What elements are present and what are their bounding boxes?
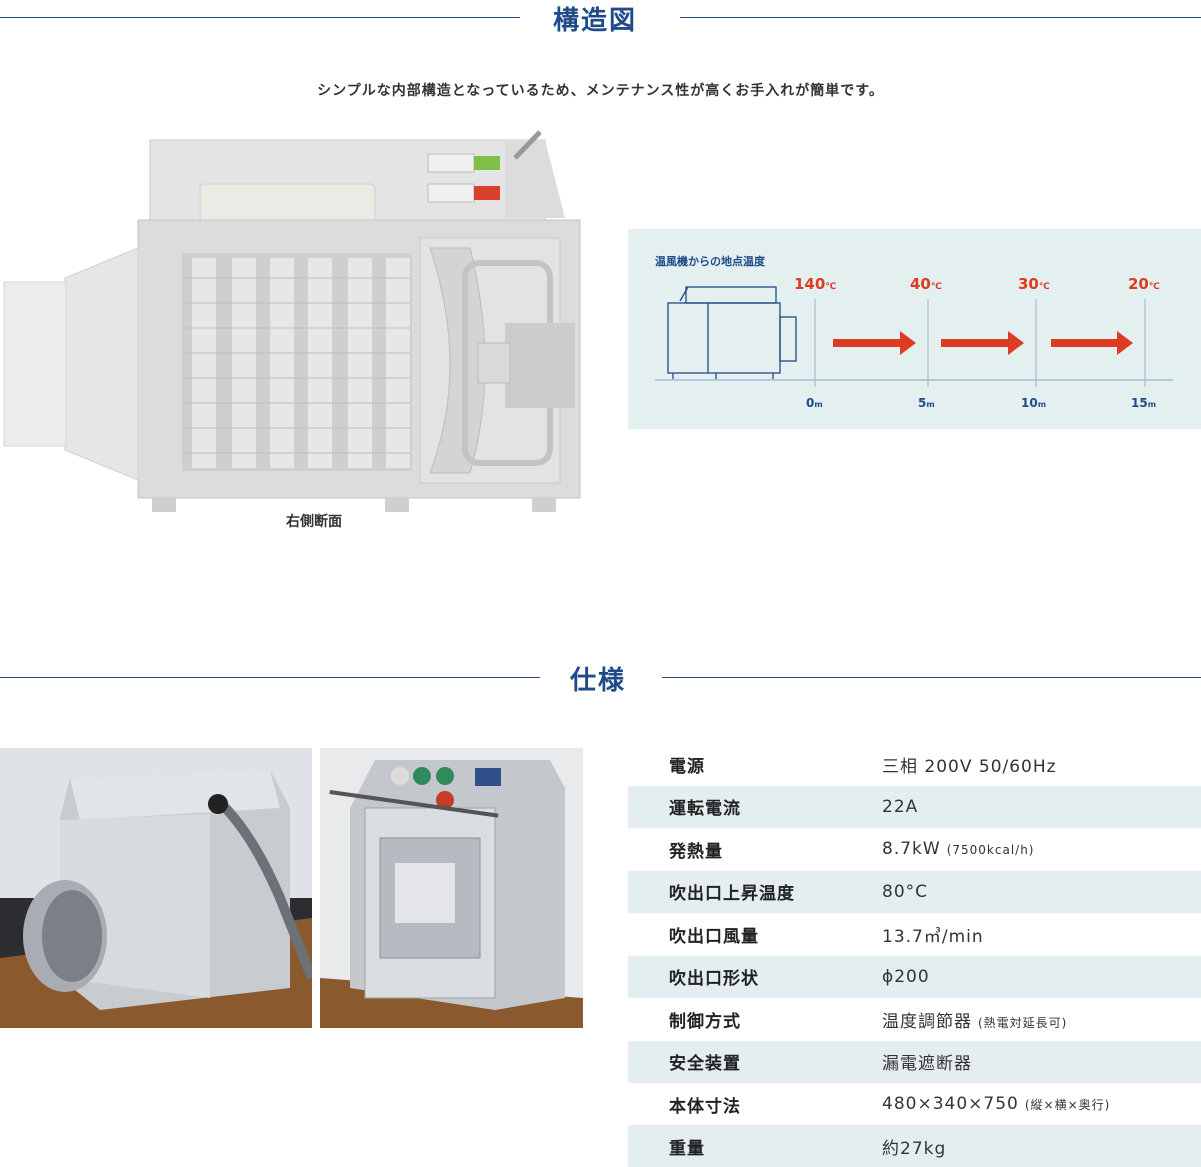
section-rule-right [680,17,1201,18]
cross-section-caption: 右側断面 [286,514,342,530]
product-photo-panel [320,748,583,1028]
spec-value: 13.7㎥/min [882,926,984,947]
spec-key: 吹出口形状 [669,969,759,990]
spec-row: 制御方式 温度調節器(熱電対延長可) [628,998,1201,1041]
heater-distance-graphic [655,286,1173,387]
structure-intro: シンプルな内部構造となっているため、メンテナンス性が高くお手入れが簡単です。 [317,83,884,99]
spec-row: 吹出口上昇温度 80°C [628,870,1201,913]
spec-key: 吹出口上昇温度 [669,884,795,905]
section-rule-left [0,17,520,18]
dist-label-5: 5m [918,396,935,410]
temp-label-0: 140℃ [794,275,837,293]
spec-key: 重量 [669,1138,705,1159]
spec-key: 安全装置 [669,1054,741,1075]
spec-value: ϕ200 [882,966,930,987]
temp-label-10: 30℃ [1018,275,1050,293]
spec-row: 電源 三相 200V 50/60Hz [628,743,1201,786]
spec-value: 8.7kW(7500kcal/h) [882,839,1035,860]
temp-label-15: 20℃ [1128,275,1160,293]
spec-key: 電源 [669,756,705,777]
cross-section-diagram [3,130,581,512]
section-rule-left [0,677,540,678]
temperature-panel-title: 温風機からの地点温度 [655,255,765,268]
spec-key: 制御方式 [669,1011,741,1032]
dist-label-0: 0m [806,396,823,410]
spec-row: 吹出口風量 13.7㎥/min [628,913,1201,956]
spec-key: 本体寸法 [669,1096,741,1117]
spec-value: 480×340×750(縦×横×奥行) [882,1094,1111,1115]
temp-label-5: 40℃ [910,275,942,293]
product-photo-front [0,748,312,1028]
spec-row: 発熱量 8.7kW(7500kcal/h) [628,828,1201,871]
spec-value: 22A [882,796,919,817]
spec-value: 80°C [882,881,929,902]
temperature-panel: 温風機からの地点温度 140℃ 40℃ 30℃ 20℃ 0m 5m 10m 15… [628,229,1201,429]
section-rule-right [662,677,1201,678]
spec-row: 運転電流 22A [628,785,1201,828]
dist-label-15: 15m [1131,396,1157,410]
spec-title: 仕様 [570,666,627,696]
dist-label-10: 10m [1021,396,1047,410]
spec-row: 本体寸法 480×340×750(縦×横×奥行) [628,1083,1201,1126]
structure-title: 構造図 [553,6,638,36]
spec-key: 運転電流 [669,799,741,820]
spec-key: 吹出口風量 [669,926,759,947]
spec-value: 約27kg [882,1138,947,1159]
spec-value: 温度調節器(熱電対延長可) [882,1011,1068,1032]
spec-row: 安全装置 漏電遮断器 [628,1040,1201,1083]
spec-row: 吹出口形状 ϕ200 [628,955,1201,998]
spec-key: 発熱量 [669,841,723,862]
spec-value: 三相 200V 50/60Hz [882,756,1057,777]
spec-value: 漏電遮断器 [882,1054,972,1075]
spec-row: 重量 約27kg [628,1125,1201,1167]
